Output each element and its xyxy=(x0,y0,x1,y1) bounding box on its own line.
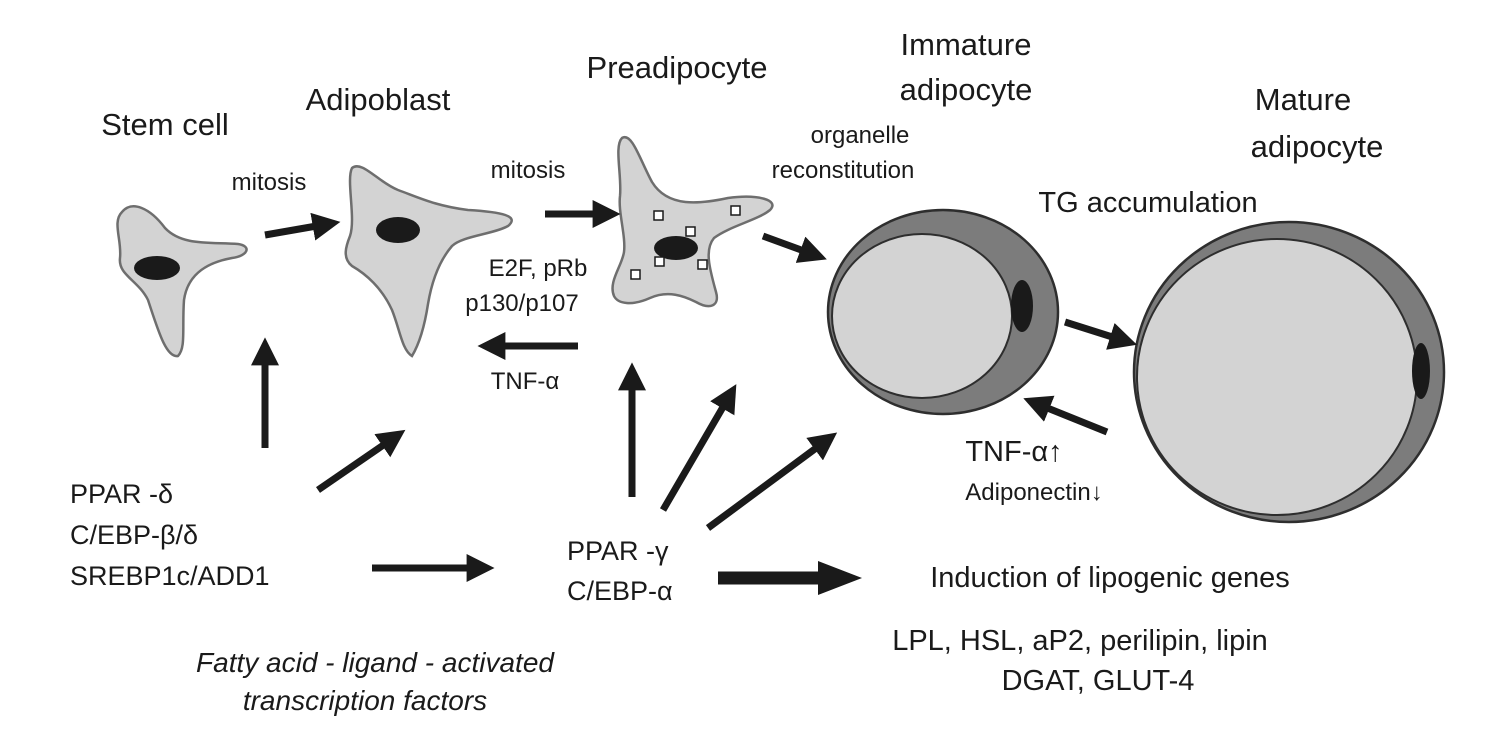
label-organelle-2: reconstitution xyxy=(772,157,915,184)
organelle-squares xyxy=(630,205,741,280)
label-cebp-beta-delta: C/EBP-β/δ xyxy=(70,520,198,550)
label-induction-lipogenic: Induction of lipogenic genes xyxy=(930,562,1290,594)
stem-cell xyxy=(116,205,248,358)
caption-line1: Fatty acid - ligand - activated xyxy=(196,647,555,678)
label-ppar-delta: PPAR -δ xyxy=(70,479,173,509)
immature-adipocyte-cell xyxy=(826,208,1060,416)
arrow-delta-to-adipoblast xyxy=(316,429,406,493)
arrow-gamma-to-immature xyxy=(705,432,838,531)
mature-lipid-droplet xyxy=(1136,238,1418,516)
label-tg-accumulation: TG accumulation xyxy=(1038,187,1257,219)
adipoblast-nucleus xyxy=(376,217,420,243)
label-cebp-alpha: C/EBP-α xyxy=(567,576,673,606)
label-preadipocyte: Preadipocyte xyxy=(587,50,768,85)
label-tnf-alpha-inhibit: TNF-α xyxy=(491,368,560,395)
immature-lipid-droplet xyxy=(831,233,1013,399)
stem-cell-nucleus xyxy=(134,256,180,280)
arrow-preadipocyte-to-immature xyxy=(761,232,827,263)
label-stem-cell: Stem cell xyxy=(101,107,228,142)
caption-line2: transcription factors xyxy=(243,685,487,716)
label-genes-line2: DGAT, GLUT-4 xyxy=(1002,665,1195,697)
label-ppar-gamma: PPAR -γ xyxy=(567,536,669,566)
mature-adipocyte-cell xyxy=(1132,220,1446,524)
label-immature-line1: Immature xyxy=(901,27,1032,62)
immature-nucleus xyxy=(1011,280,1033,332)
adipoblast-cell xyxy=(344,165,513,358)
label-srebp1c-add1: SREBP1c/ADD1 xyxy=(70,561,270,591)
label-p130-p107: p130/p107 xyxy=(465,290,578,317)
label-adipoblast: Adipoblast xyxy=(306,82,451,117)
label-mature-line1: Mature xyxy=(1255,82,1351,117)
preadipocyte-cell xyxy=(611,135,774,308)
arrow-stem-to-adipoblast xyxy=(264,212,341,241)
label-mature-line2: adipocyte xyxy=(1251,129,1384,164)
arrow-gamma-to-preadipocyte-right xyxy=(659,384,737,512)
arrow-immature-to-mature xyxy=(1063,318,1138,350)
preadipocyte-nucleus xyxy=(654,236,698,260)
label-mitosis-1: mitosis xyxy=(232,169,307,196)
label-organelle-1: organelle xyxy=(811,122,910,149)
label-adiponectin-down: Adiponectin↓ xyxy=(965,479,1102,506)
label-mitosis-2: mitosis xyxy=(491,157,566,184)
label-genes-line1: LPL, HSL, aP2, perilipin, lipin xyxy=(892,625,1268,657)
label-e2f-prb: E2F, pRb xyxy=(489,255,588,282)
arrow-tnf-inhibit-immature xyxy=(1023,395,1109,436)
arrow-induction-head xyxy=(818,561,862,595)
mature-nucleus xyxy=(1412,343,1430,399)
label-tnf-alpha-up: TNF-α↑ xyxy=(965,436,1062,468)
label-immature-line2: adipocyte xyxy=(900,72,1033,107)
